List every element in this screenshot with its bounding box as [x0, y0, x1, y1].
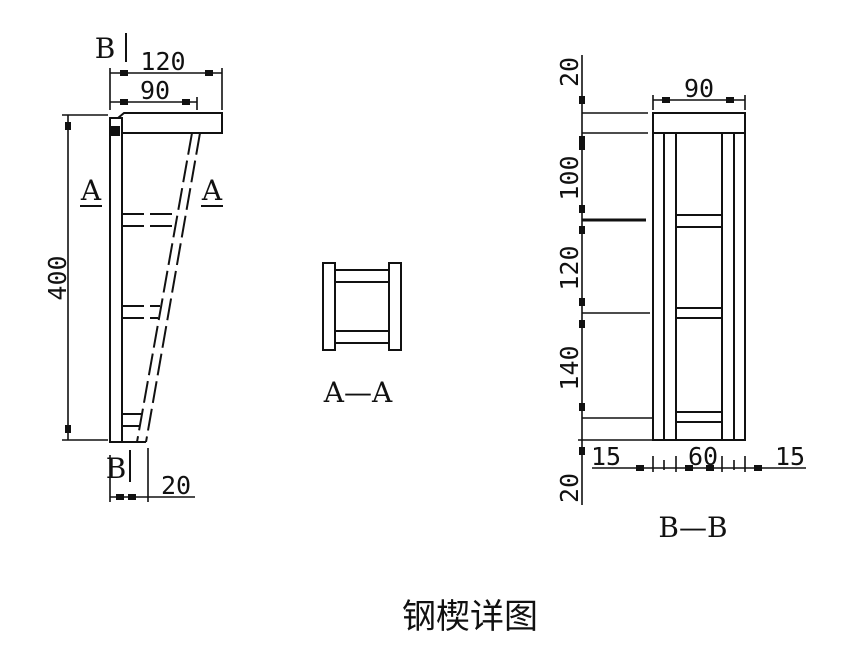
- dim-height: 400: [43, 255, 72, 300]
- dim-b-vertical-2: 100: [555, 155, 584, 200]
- dim-bottom-offset: 20: [161, 471, 191, 500]
- dim-b-bottom-2: 60: [688, 442, 718, 471]
- dim-b-width: 90: [684, 74, 714, 103]
- stiffener-3: [122, 413, 142, 427]
- stiffener-2: [122, 305, 160, 319]
- elevation-view: 400 120 90 20 B B A A: [43, 32, 223, 502]
- section-b-b: 90 20 100 120 140 20 15 60 15 B—B: [555, 55, 806, 544]
- top-plate-section: [652, 112, 746, 134]
- stiffener-1: [122, 213, 176, 227]
- dim-top-width: 120: [140, 47, 185, 76]
- dim-b-vertical-5: 20: [555, 473, 584, 503]
- dim-b-bottom-3: 15: [775, 442, 805, 471]
- top-plate: [117, 112, 223, 134]
- section-mark-a-right: A: [201, 174, 223, 207]
- drawing-title: 钢楔详图: [402, 597, 538, 637]
- dim-b-vertical-1: 20: [555, 57, 584, 87]
- section-mark-a-left: A: [80, 174, 102, 207]
- dim-b-vertical-4: 140: [555, 345, 584, 390]
- vertical-plate: [109, 117, 123, 443]
- slanted-plate-inner: [145, 132, 201, 443]
- dim-inner-width: 90: [140, 76, 170, 105]
- dim-b-bottom-1: 15: [591, 442, 621, 471]
- section-a-a: A—A: [322, 262, 402, 409]
- section-a-label: A—A: [323, 376, 393, 409]
- dim-b-vertical-3: 120: [555, 245, 584, 290]
- weld-mark: [110, 126, 120, 136]
- section-mark-b-top: B: [95, 32, 116, 65]
- section-b-label: B—B: [658, 511, 727, 544]
- section-mark-b-bottom: B: [106, 452, 127, 485]
- slanted-plate-outer: [136, 132, 193, 443]
